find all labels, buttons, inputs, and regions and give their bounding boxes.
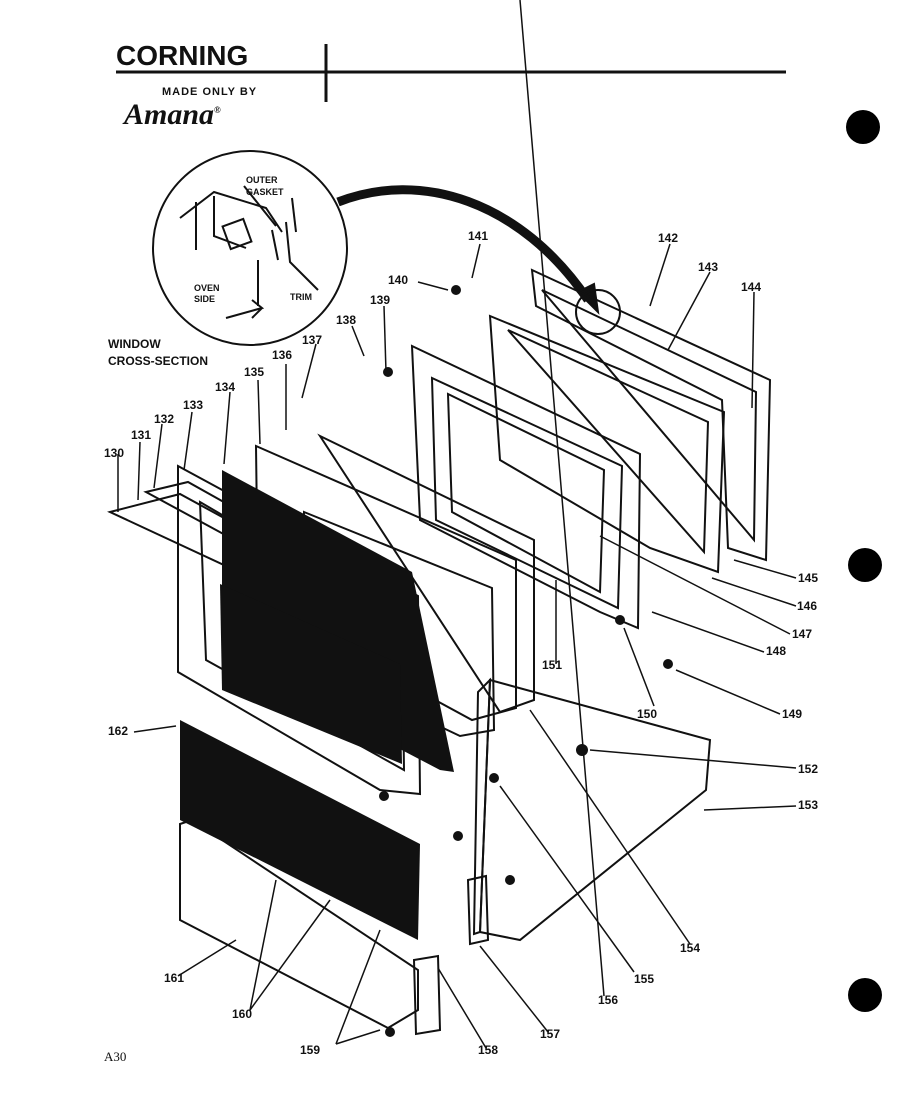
window-cross-section-caption: WINDOW CROSS-SECTION bbox=[108, 337, 209, 368]
part-151: 151 bbox=[542, 658, 563, 672]
end-bracket bbox=[466, 874, 490, 946]
part-150: 150 bbox=[637, 707, 658, 721]
part-142: 142 bbox=[658, 231, 679, 245]
part-146: 146 bbox=[797, 599, 818, 613]
inner-door-frame bbox=[410, 344, 642, 630]
part-137: 137 bbox=[302, 333, 323, 347]
handle-panel bbox=[180, 720, 420, 940]
part-155: 155 bbox=[634, 972, 655, 986]
trim-label: TRIM bbox=[290, 292, 312, 302]
part-158: 158 bbox=[478, 1043, 499, 1057]
part-161: 161 bbox=[164, 971, 185, 985]
inset-circle bbox=[152, 150, 348, 346]
page-code: A30 bbox=[104, 1049, 127, 1064]
part-144: 144 bbox=[741, 280, 762, 294]
range-cabinet bbox=[478, 678, 712, 942]
oven-side-label: OVEN SIDE bbox=[194, 283, 220, 304]
door-back-panel bbox=[530, 268, 772, 562]
part-134: 134 bbox=[215, 380, 236, 394]
part-141: 141 bbox=[468, 229, 489, 243]
inset-arrow-curve bbox=[336, 185, 592, 303]
part-147: 147 bbox=[792, 627, 813, 641]
part-149: 149 bbox=[782, 707, 803, 721]
maker-logo: Amana® bbox=[124, 98, 221, 131]
part-139: 139 bbox=[370, 293, 391, 307]
part-157: 157 bbox=[540, 1027, 561, 1041]
binder-hole-bottom bbox=[848, 978, 882, 1012]
door-liner bbox=[488, 314, 726, 574]
side-bracket bbox=[412, 954, 442, 1036]
part-138: 138 bbox=[336, 313, 357, 327]
binder-hole-top bbox=[846, 110, 880, 144]
part-140: 140 bbox=[388, 273, 409, 287]
part-153: 153 bbox=[798, 798, 819, 812]
made-by-label: MADE ONLY BY bbox=[162, 86, 258, 98]
part-133: 133 bbox=[183, 398, 204, 412]
door-window bbox=[220, 584, 402, 764]
part-143: 143 bbox=[698, 260, 719, 274]
part-130: 130 bbox=[104, 446, 125, 460]
part-160: 160 bbox=[232, 1007, 253, 1021]
part-135: 135 bbox=[244, 365, 265, 379]
brand-title: CORNING bbox=[116, 40, 249, 71]
part-159: 159 bbox=[300, 1043, 321, 1057]
part-131: 131 bbox=[131, 428, 152, 442]
part-156: 156 bbox=[598, 993, 619, 1007]
part-162: 162 bbox=[108, 724, 129, 738]
part-145: 145 bbox=[798, 571, 819, 585]
binder-hole-middle bbox=[848, 548, 882, 582]
part-152: 152 bbox=[798, 762, 819, 776]
part-148: 148 bbox=[766, 644, 787, 658]
part-154: 154 bbox=[680, 941, 701, 955]
part-136: 136 bbox=[272, 348, 293, 362]
part-132: 132 bbox=[154, 412, 175, 426]
outer-gasket-label: OUTER GASKET bbox=[246, 175, 284, 197]
